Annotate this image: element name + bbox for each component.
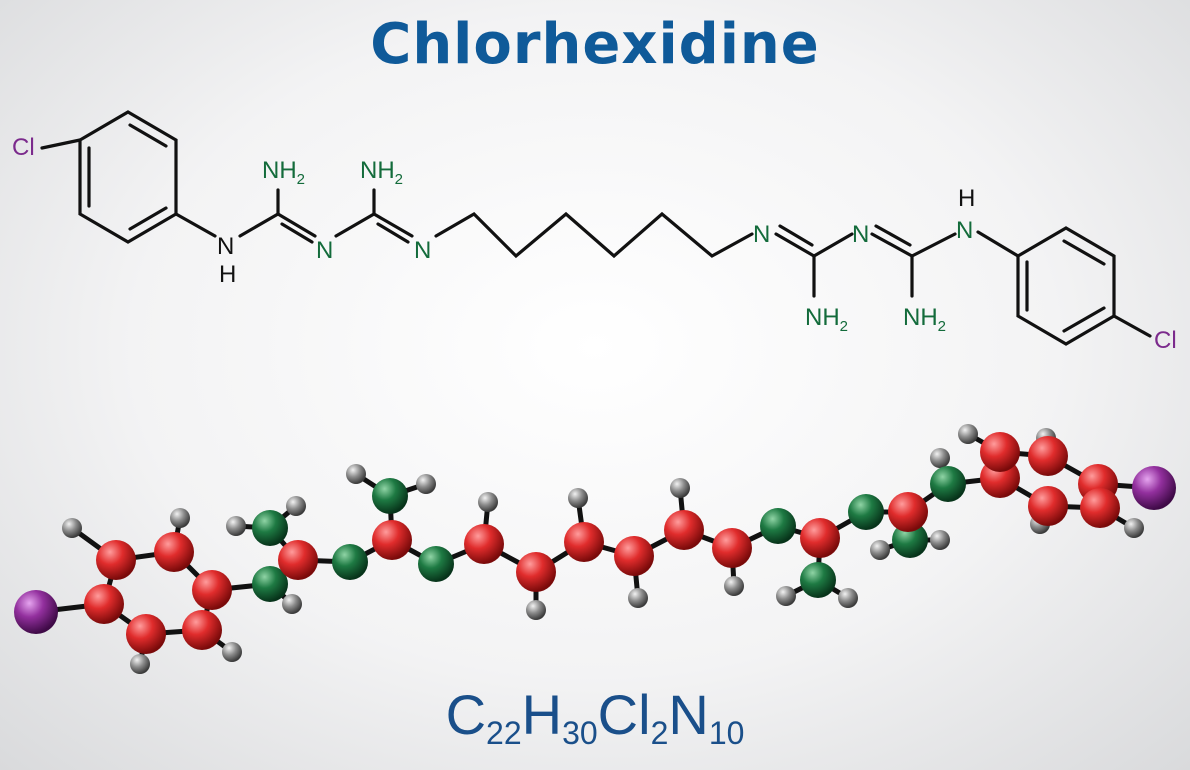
formula-element: Cl (597, 683, 651, 746)
nitrogen-atom (800, 562, 836, 598)
carbon-atom (84, 584, 124, 624)
hydrogen-atom (958, 424, 978, 444)
molecule-title: Chlorhexidine (370, 12, 820, 77)
hydrogen-atom (170, 508, 190, 528)
hydrogen-atom (568, 488, 588, 508)
hydrogen-label-nh-right: H (958, 185, 975, 212)
hydrogen-atom (776, 586, 796, 606)
nitrogen-atom (418, 546, 454, 582)
chlorine-atom (1132, 466, 1176, 510)
carbon-atom (614, 536, 654, 576)
atom-labels: Cl N H NH2 N NH2 N N NH2 N NH2 H N Cl (12, 134, 1177, 354)
carbon-atom (564, 522, 604, 562)
nitrogen-atom (332, 544, 368, 580)
nitrogen-atom (930, 466, 966, 502)
carbon-atom (800, 518, 840, 558)
hydrogen-atom (282, 594, 302, 614)
chlorine-atom (14, 590, 58, 634)
nitrogen-atom (252, 566, 288, 602)
hydrogen-atom (222, 642, 242, 662)
carbon-atom (278, 540, 318, 580)
hydrogen-atom (1124, 518, 1144, 538)
nitrogen-atom (252, 510, 288, 546)
nitrogen-atom (848, 494, 884, 530)
nitrogen-atom (760, 508, 796, 544)
carbon-atom (126, 614, 166, 654)
formula-count: 30 (562, 715, 598, 751)
formula-element: C (445, 683, 487, 746)
carbon-atom (888, 492, 928, 532)
hydrogen-atom (930, 448, 950, 468)
nitrogen-atom (892, 522, 928, 558)
amine-label-2: NH2 (360, 157, 403, 188)
nitrogen-label-1: N (316, 237, 333, 264)
hydrogen-atom (286, 496, 306, 516)
formula-count: 10 (708, 715, 745, 751)
hydrogen-atom (526, 600, 546, 620)
nitrogen-label-4: N (852, 221, 869, 248)
hydrogen-atom (870, 540, 890, 560)
carbon-atom (1028, 436, 1068, 476)
molecular-formula: C22H30Cl2N10 (0, 680, 1190, 768)
hydrogen-atom (416, 474, 436, 494)
formula-element: H (521, 683, 563, 746)
carbon-atom (980, 432, 1020, 472)
carbon-atom (664, 510, 704, 550)
skeletal-bonds (40, 110, 1152, 346)
formula-element: N (668, 683, 709, 746)
carbon-atom (192, 570, 232, 610)
carbon-atom (712, 528, 752, 568)
hydrogen-atom (478, 492, 498, 512)
hydrogen-atom (62, 518, 82, 538)
nitrogen-label-3: N (753, 221, 770, 248)
amine-label-4: NH2 (903, 304, 946, 335)
formula-count: 2 (650, 715, 669, 751)
hydrogen-atom (130, 654, 150, 674)
hydrogen-atom (838, 588, 858, 608)
chlorine-label-left: Cl (12, 134, 35, 161)
carbon-atom (1080, 488, 1120, 528)
hydrogen-atom (628, 588, 648, 608)
nitrogen-label-2: N (414, 237, 431, 264)
hydrogen-atom (724, 576, 744, 596)
carbon-atom (154, 532, 194, 572)
carbon-atom (372, 520, 412, 560)
model-atoms (14, 424, 1176, 674)
nitrogen-atom (372, 478, 408, 514)
carbon-atom (516, 552, 556, 592)
nitrogen-label-nh-right: N (956, 217, 973, 244)
chlorine-label-right: Cl (1154, 327, 1177, 354)
carbon-atom (464, 524, 504, 564)
hydrogen-atom (670, 478, 690, 498)
formula-count: 22 (486, 715, 522, 751)
hydrogen-label-nh-left: H (219, 261, 236, 288)
hydrogen-atom (346, 464, 366, 484)
nitrogen-label-nh-left: N (217, 233, 234, 260)
carbon-atom (96, 540, 136, 580)
carbon-atom (1028, 486, 1068, 526)
amine-label-1: NH2 (262, 157, 305, 188)
carbon-atom (182, 610, 222, 650)
hydrogen-atom (226, 516, 246, 536)
amine-label-3: NH2 (805, 304, 848, 335)
hydrogen-atom (930, 530, 950, 550)
